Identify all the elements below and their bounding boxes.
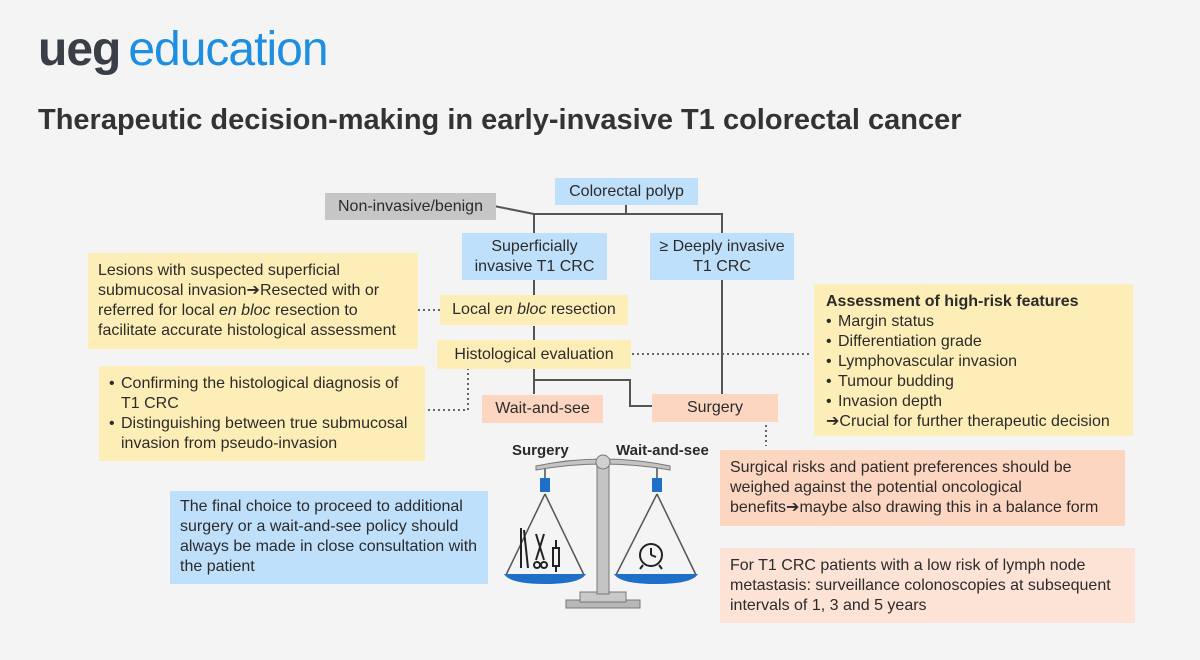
note-lesions-resection: Lesions with suspected superficial submu… [88,253,418,349]
connector-to-deep [626,213,723,234]
resection-text: Local en bloc resection [452,301,616,318]
connector-benign [493,205,535,215]
confirm-item: Distinguishing between true submucosal i… [109,414,415,454]
assessment-item: Margin status [826,312,1121,332]
note-confirm-diagnosis: Confirming the histological diagnosis of… [99,366,425,461]
node-superficially-invasive: Superficially invasive T1 CRC [462,233,607,280]
connector-polyp-benign [533,203,627,234]
confirm-list: Confirming the histological diagnosis of… [109,374,415,454]
node-histological-evaluation: Histological evaluation [437,340,631,369]
node-non-invasive-benign: Non-invasive/benign [325,193,496,220]
alarm-clock-icon [639,543,663,570]
assessment-heading: Assessment of high-risk features [826,293,1079,310]
balance-label-wait-and-see: Wait-and-see [616,442,709,459]
right-pan [614,574,698,584]
node-colorectal-polyp: Colorectal polyp [555,178,698,205]
assessment-list: Margin status Differentiation grade Lymp… [826,312,1121,412]
scale-pan-strings [505,493,697,576]
surgical-instruments-icon [520,528,560,572]
assessment-item: Tumour budding [826,372,1121,392]
note-surgical-risks: Surgical risks and patient preferences s… [720,450,1125,526]
brand-logo-part1: ueg [38,23,121,76]
note-high-risk-assessment: Assessment of high-risk features Margin … [814,284,1133,436]
balance-label-surgery: Surgery [512,442,569,459]
note-surveillance: For T1 CRC patients with a low risk of l… [720,548,1135,623]
dotted-histology-confirm [428,368,469,411]
assessment-item: Invasion depth [826,392,1121,412]
node-surgery: Surgery [652,394,778,422]
note-final-choice: The final choice to proceed to additiona… [170,491,488,584]
scale-structure [535,454,671,609]
assessment-item: Lymphovascular invasion [826,352,1121,372]
assessment-conclusion: ➔Crucial for further therapeutic decisio… [826,413,1110,430]
node-deeply-invasive: ≥ Deeply invasive T1 CRC [650,233,794,280]
brand-logo-part2: education [128,23,328,76]
left-pan [504,574,586,584]
node-local-en-bloc-resection: Local en bloc resection [440,295,628,325]
assessment-item: Differentiation grade [826,332,1121,352]
page-title: Therapeutic decision-making in early-inv… [38,104,962,136]
confirm-item: Confirming the histological diagnosis of… [109,374,415,414]
connector-histology-surgery [534,379,652,407]
node-wait-and-see: Wait-and-see [482,395,603,423]
